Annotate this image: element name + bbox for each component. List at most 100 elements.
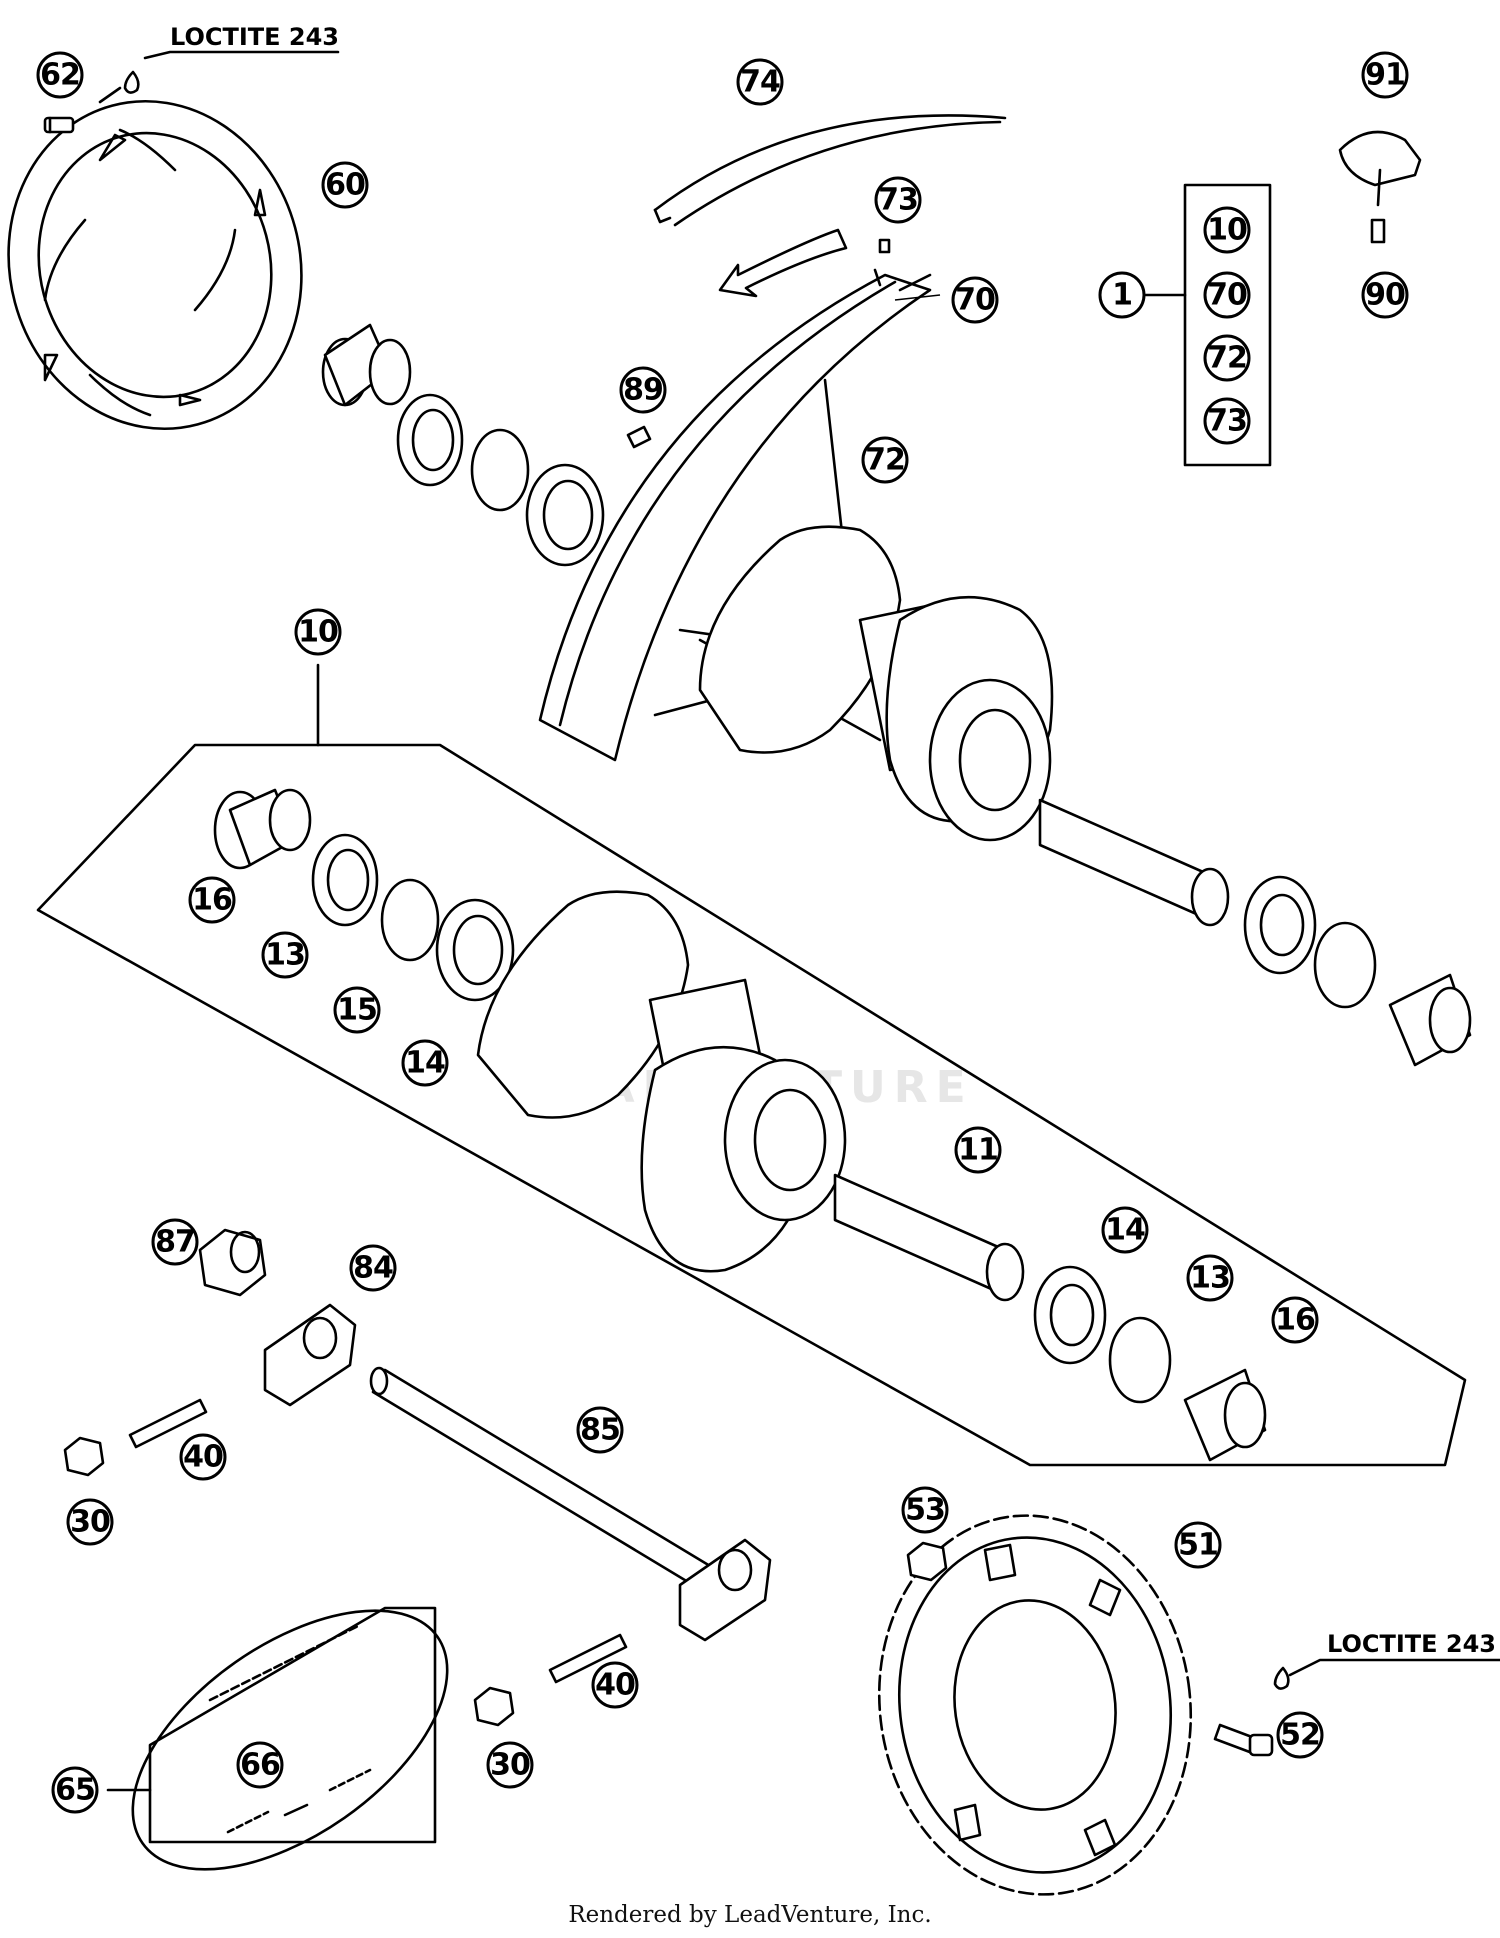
svg-text:16: 16 <box>192 883 232 918</box>
svg-text:14: 14 <box>405 1046 445 1081</box>
lower-hub <box>476 890 847 1273</box>
lower-right-spacer <box>1183 1368 1267 1462</box>
svg-text:91: 91 <box>1365 58 1405 93</box>
spoke-nipple <box>878 238 891 254</box>
svg-text:10: 10 <box>298 615 338 650</box>
hub-assembly-outline <box>36 743 1467 1467</box>
callout-40-lower: 40 <box>591 1661 639 1709</box>
lower-left-circlip <box>380 878 440 962</box>
kit-item-10: 10 <box>1203 206 1251 254</box>
lower-left-seal <box>311 833 379 927</box>
lower-right-seal <box>1108 1316 1172 1404</box>
callout-30-upper: 30 <box>66 1498 114 1546</box>
nut-upper <box>63 1436 105 1477</box>
callout-16-lower: 16 <box>1271 1296 1319 1344</box>
adjuster-stud-lower <box>548 1633 628 1684</box>
svg-text:40: 40 <box>183 1440 223 1475</box>
loctite-note-top: LOCTITE 243 <box>170 23 339 51</box>
svg-text:1: 1 <box>1112 278 1132 313</box>
upper-axle-tube <box>1038 798 1230 927</box>
wheel-rim <box>538 268 932 762</box>
svg-text:72: 72 <box>865 443 905 478</box>
kit-item-73: 73 <box>1203 397 1251 445</box>
lower-left-bearing <box>435 898 515 1002</box>
svg-text:14: 14 <box>1105 1213 1145 1248</box>
svg-text:87: 87 <box>155 1225 195 1260</box>
nut-lower <box>473 1686 515 1727</box>
svg-text:90: 90 <box>1365 278 1405 313</box>
upper-right-seal <box>1313 921 1377 1009</box>
svg-text:13: 13 <box>1190 1261 1230 1296</box>
svg-text:74: 74 <box>740 65 780 100</box>
svg-text:10: 10 <box>1207 213 1247 248</box>
kit-item-70: 70 <box>1203 271 1251 319</box>
svg-text:73: 73 <box>878 183 918 218</box>
callout-15: 15 <box>333 986 381 1034</box>
svg-text:72: 72 <box>1207 341 1247 376</box>
callout-60: 60 <box>321 161 369 209</box>
callout-13-lower: 13 <box>1186 1254 1234 1302</box>
svg-text:66: 66 <box>240 1748 280 1783</box>
loctite-drop-bottom <box>1273 1666 1290 1690</box>
svg-text:30: 30 <box>490 1748 530 1783</box>
callout-66: 66 <box>236 1741 284 1789</box>
lower-axle-tube <box>833 1173 1025 1302</box>
callout-40-upper: 40 <box>179 1433 227 1481</box>
svg-text:85: 85 <box>580 1413 620 1448</box>
upper-left-bearing <box>525 463 605 567</box>
upper-left-spacer <box>321 323 412 407</box>
rim-plug <box>626 425 652 449</box>
callout-90: 90 <box>1361 271 1409 319</box>
kit-label-callout: 1 <box>1098 271 1146 319</box>
callout-74: 74 <box>736 58 784 106</box>
svg-text:89: 89 <box>623 373 663 408</box>
svg-text:52: 52 <box>1280 1718 1320 1753</box>
axle-shaft <box>369 1366 772 1642</box>
adjuster-stud-upper <box>128 1398 208 1449</box>
callout-87: 87 <box>151 1218 199 1266</box>
svg-text:16: 16 <box>1275 1303 1315 1338</box>
svg-text:13: 13 <box>265 938 305 973</box>
callout-14-lower: 14 <box>1101 1206 1149 1254</box>
valve-cap <box>1338 130 1422 207</box>
callout-30-lower: 30 <box>486 1741 534 1789</box>
chain-kit <box>106 1606 449 1871</box>
lower-left-spacer <box>213 788 312 870</box>
valve-core <box>1370 218 1386 244</box>
svg-text:53: 53 <box>905 1493 945 1528</box>
axle-nut <box>198 1228 267 1297</box>
callout-10: 10 <box>294 608 342 656</box>
svg-text:60: 60 <box>325 168 365 203</box>
rotation-arrow <box>718 228 848 298</box>
kit-item-72: 72 <box>1203 334 1251 382</box>
callout-89: 89 <box>619 366 667 414</box>
loctite-drop-top <box>123 70 140 94</box>
callout-72: 72 <box>861 436 909 484</box>
callout-16-upper: 16 <box>188 876 236 924</box>
callout-70: 70 <box>951 276 999 324</box>
svg-text:40: 40 <box>595 1668 635 1703</box>
callout-65: 65 <box>51 1766 99 1814</box>
lower-right-bearing <box>1033 1265 1107 1365</box>
callout-11: 11 <box>954 1126 1002 1174</box>
svg-text:70: 70 <box>955 283 995 318</box>
svg-text:15: 15 <box>337 993 377 1028</box>
svg-text:70: 70 <box>1207 278 1247 313</box>
disc-screw <box>43 116 75 134</box>
leader-lines <box>894 294 941 301</box>
callout-85: 85 <box>576 1406 624 1454</box>
callout-91: 91 <box>1361 51 1409 99</box>
brake-disc <box>7 99 303 431</box>
svg-text:73: 73 <box>1207 404 1247 439</box>
svg-text:62: 62 <box>40 58 80 93</box>
callout-84: 84 <box>349 1244 397 1292</box>
upper-hub <box>698 525 1054 842</box>
rear-sprocket <box>877 1514 1193 1896</box>
upper-right-bearing <box>1243 875 1317 975</box>
svg-text:11: 11 <box>958 1133 998 1168</box>
callout-62: 62 <box>36 51 84 99</box>
chain-adjuster-left <box>263 1303 357 1407</box>
tyre-section <box>653 114 1007 227</box>
sprocket-nut <box>906 1541 948 1582</box>
